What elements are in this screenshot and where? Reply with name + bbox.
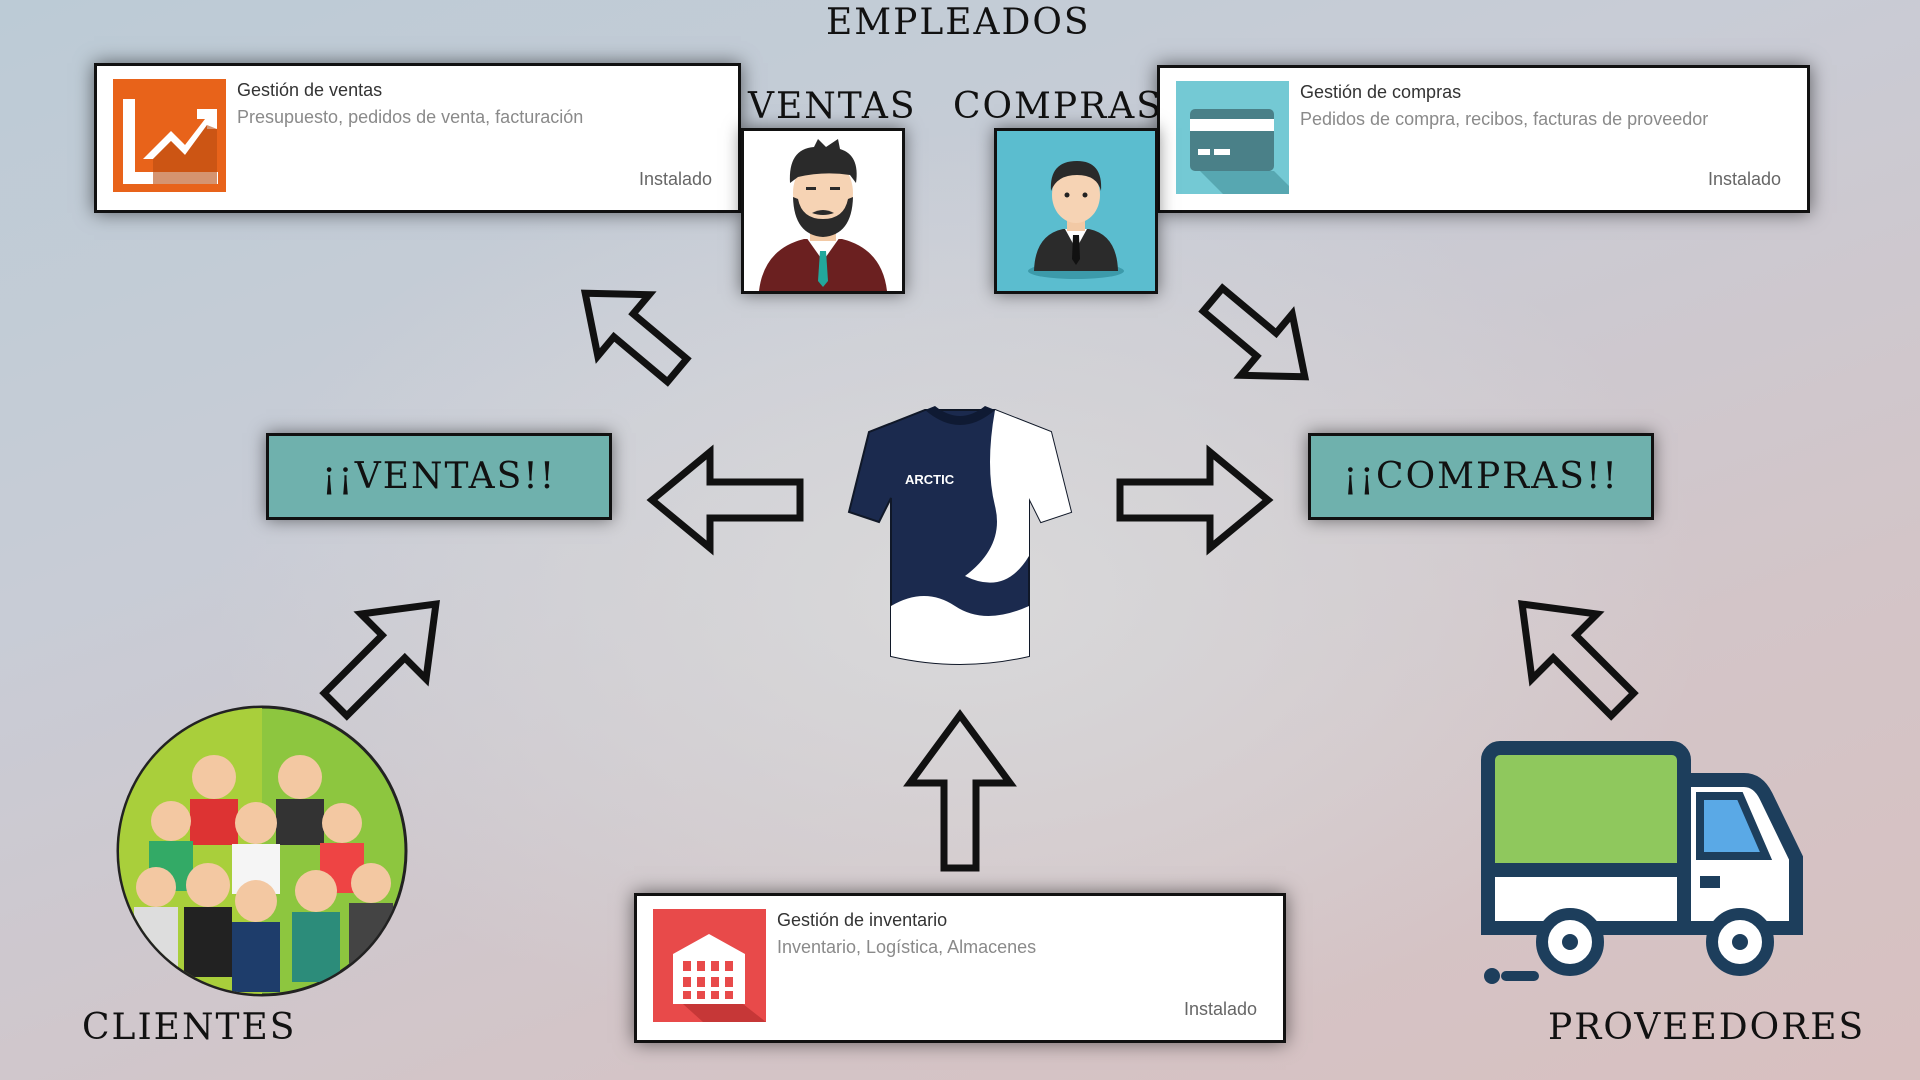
arrow-clientes-to-ventas <box>319 600 440 721</box>
jersey-brand: ARCTIC <box>905 472 955 487</box>
app-card-inventario[interactable]: Gestión de inventario Inventario, Logíst… <box>634 893 1286 1043</box>
arrow-to-ventas-from-seller <box>580 289 692 387</box>
jersey-icon: ARCTIC <box>847 406 1073 665</box>
bearded-man-avatar-icon <box>759 139 887 291</box>
action-box-compras: ¡¡COMPRAS!! <box>1308 433 1654 520</box>
arrow-inventario-to-jersey <box>903 709 1017 872</box>
customer-group-icon <box>116 705 408 997</box>
heading-clientes: CLIENTES <box>82 1007 297 1048</box>
businessman-avatar-icon <box>1028 161 1124 279</box>
buyer-avatar <box>994 128 1158 294</box>
app-description: Presupuesto, pedidos de venta, facturaci… <box>237 107 584 127</box>
app-card-ventas[interactable]: Gestión de ventas Presupuesto, pedidos d… <box>94 63 741 213</box>
arrow-jersey-to-compras <box>1116 444 1274 556</box>
credit-card-icon <box>1176 81 1289 194</box>
arrow-to-compras-from-buyer <box>1198 283 1310 381</box>
app-name: Gestión de compras <box>1300 82 1462 102</box>
delivery-truck-icon <box>1481 741 1803 984</box>
app-name: Gestión de ventas <box>237 80 383 100</box>
action-box-ventas: ¡¡VENTAS!! <box>266 433 612 520</box>
seller-avatar <box>741 128 905 294</box>
app-status: Instalado <box>1707 169 1781 189</box>
arrow-jersey-to-ventas <box>646 444 804 556</box>
app-name: Gestión de inventario <box>777 910 948 930</box>
app-description: Inventario, Logística, Almacenes <box>777 937 1037 957</box>
heading-compras: COMPRAS <box>953 86 1163 127</box>
trending-chart-icon <box>113 79 226 192</box>
warehouse-icon <box>653 909 766 1022</box>
heading-ventas: VENTAS <box>748 86 917 127</box>
heading-empleados: EMPLEADOS <box>826 2 1091 43</box>
app-status: Instalado <box>1183 999 1257 1019</box>
heading-proveedores: PROVEEDORES <box>1548 1007 1866 1048</box>
app-description: Pedidos de compra, recibos, facturas de … <box>1300 109 1709 129</box>
app-card-compras[interactable]: Gestión de compras Pedidos de compra, re… <box>1157 65 1810 213</box>
arrow-proveedores-to-compras <box>1518 600 1639 721</box>
app-status: Instalado <box>638 169 712 189</box>
